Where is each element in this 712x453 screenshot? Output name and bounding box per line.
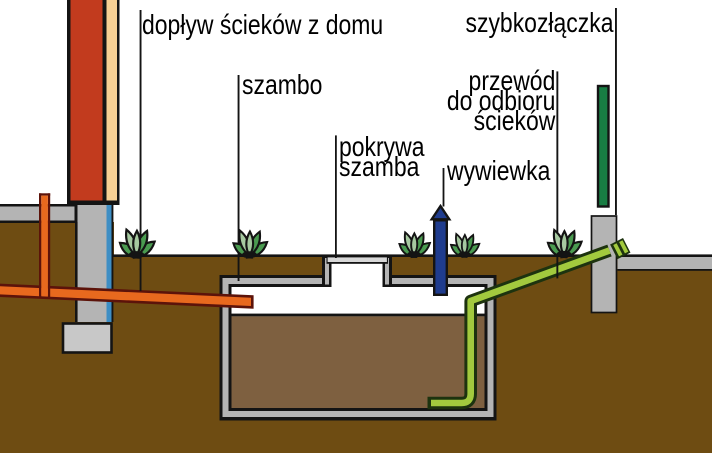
inlet-pipe-vertical (39, 193, 51, 299)
label-przewod-line3: ścieków (473, 104, 556, 136)
concrete-post (590, 215, 618, 314)
tank-cover (326, 256, 388, 264)
label-szambo: szambo (241, 68, 323, 100)
label-pokrywa-line1: pokrywa (339, 130, 425, 162)
label-doplyw: dopływ ścieków z domu (142, 8, 384, 40)
floor-slab (0, 204, 77, 223)
sewage (231, 316, 485, 408)
label-line-wywiewka (442, 168, 445, 207)
label-pokrywa-line2: szamba (339, 150, 420, 182)
house-wall (67, 0, 120, 205)
sidewalk (617, 257, 712, 271)
sewage-surface-line (231, 313, 485, 317)
foundation-footing (61, 322, 113, 354)
label-line-szybkozlaczka (615, 8, 617, 215)
septic-tank (219, 275, 497, 421)
foundation-outline (75, 205, 78, 322)
label-szybkozlaczka: szybkozłączka (465, 6, 614, 38)
label-line-doplyw (139, 10, 142, 291)
label-line-szambo (237, 75, 240, 281)
label-wywiewka: wywiewka (447, 155, 551, 187)
insulation-outline (111, 205, 114, 322)
label-przewod-line2: do odbioru (446, 84, 556, 116)
label-line-pokrywa (335, 135, 337, 258)
label-przewod: przewód do odbioru ścieków (446, 64, 556, 136)
inlet-pipe-horizontal (0, 283, 254, 309)
quick-coupler (610, 237, 631, 260)
label-pokrywa: pokrywa szamba (339, 130, 425, 182)
house-wall-plaster (106, 0, 117, 201)
standpipe (596, 84, 610, 208)
vent-pipe (429, 203, 452, 297)
insulation-strip (106, 205, 112, 322)
house-wall-brick (70, 0, 103, 201)
label-line-przewod (556, 71, 559, 279)
label-przewod-line1: przewód (468, 64, 556, 96)
foundation-wall (77, 205, 107, 322)
suction-hose (427, 244, 612, 410)
